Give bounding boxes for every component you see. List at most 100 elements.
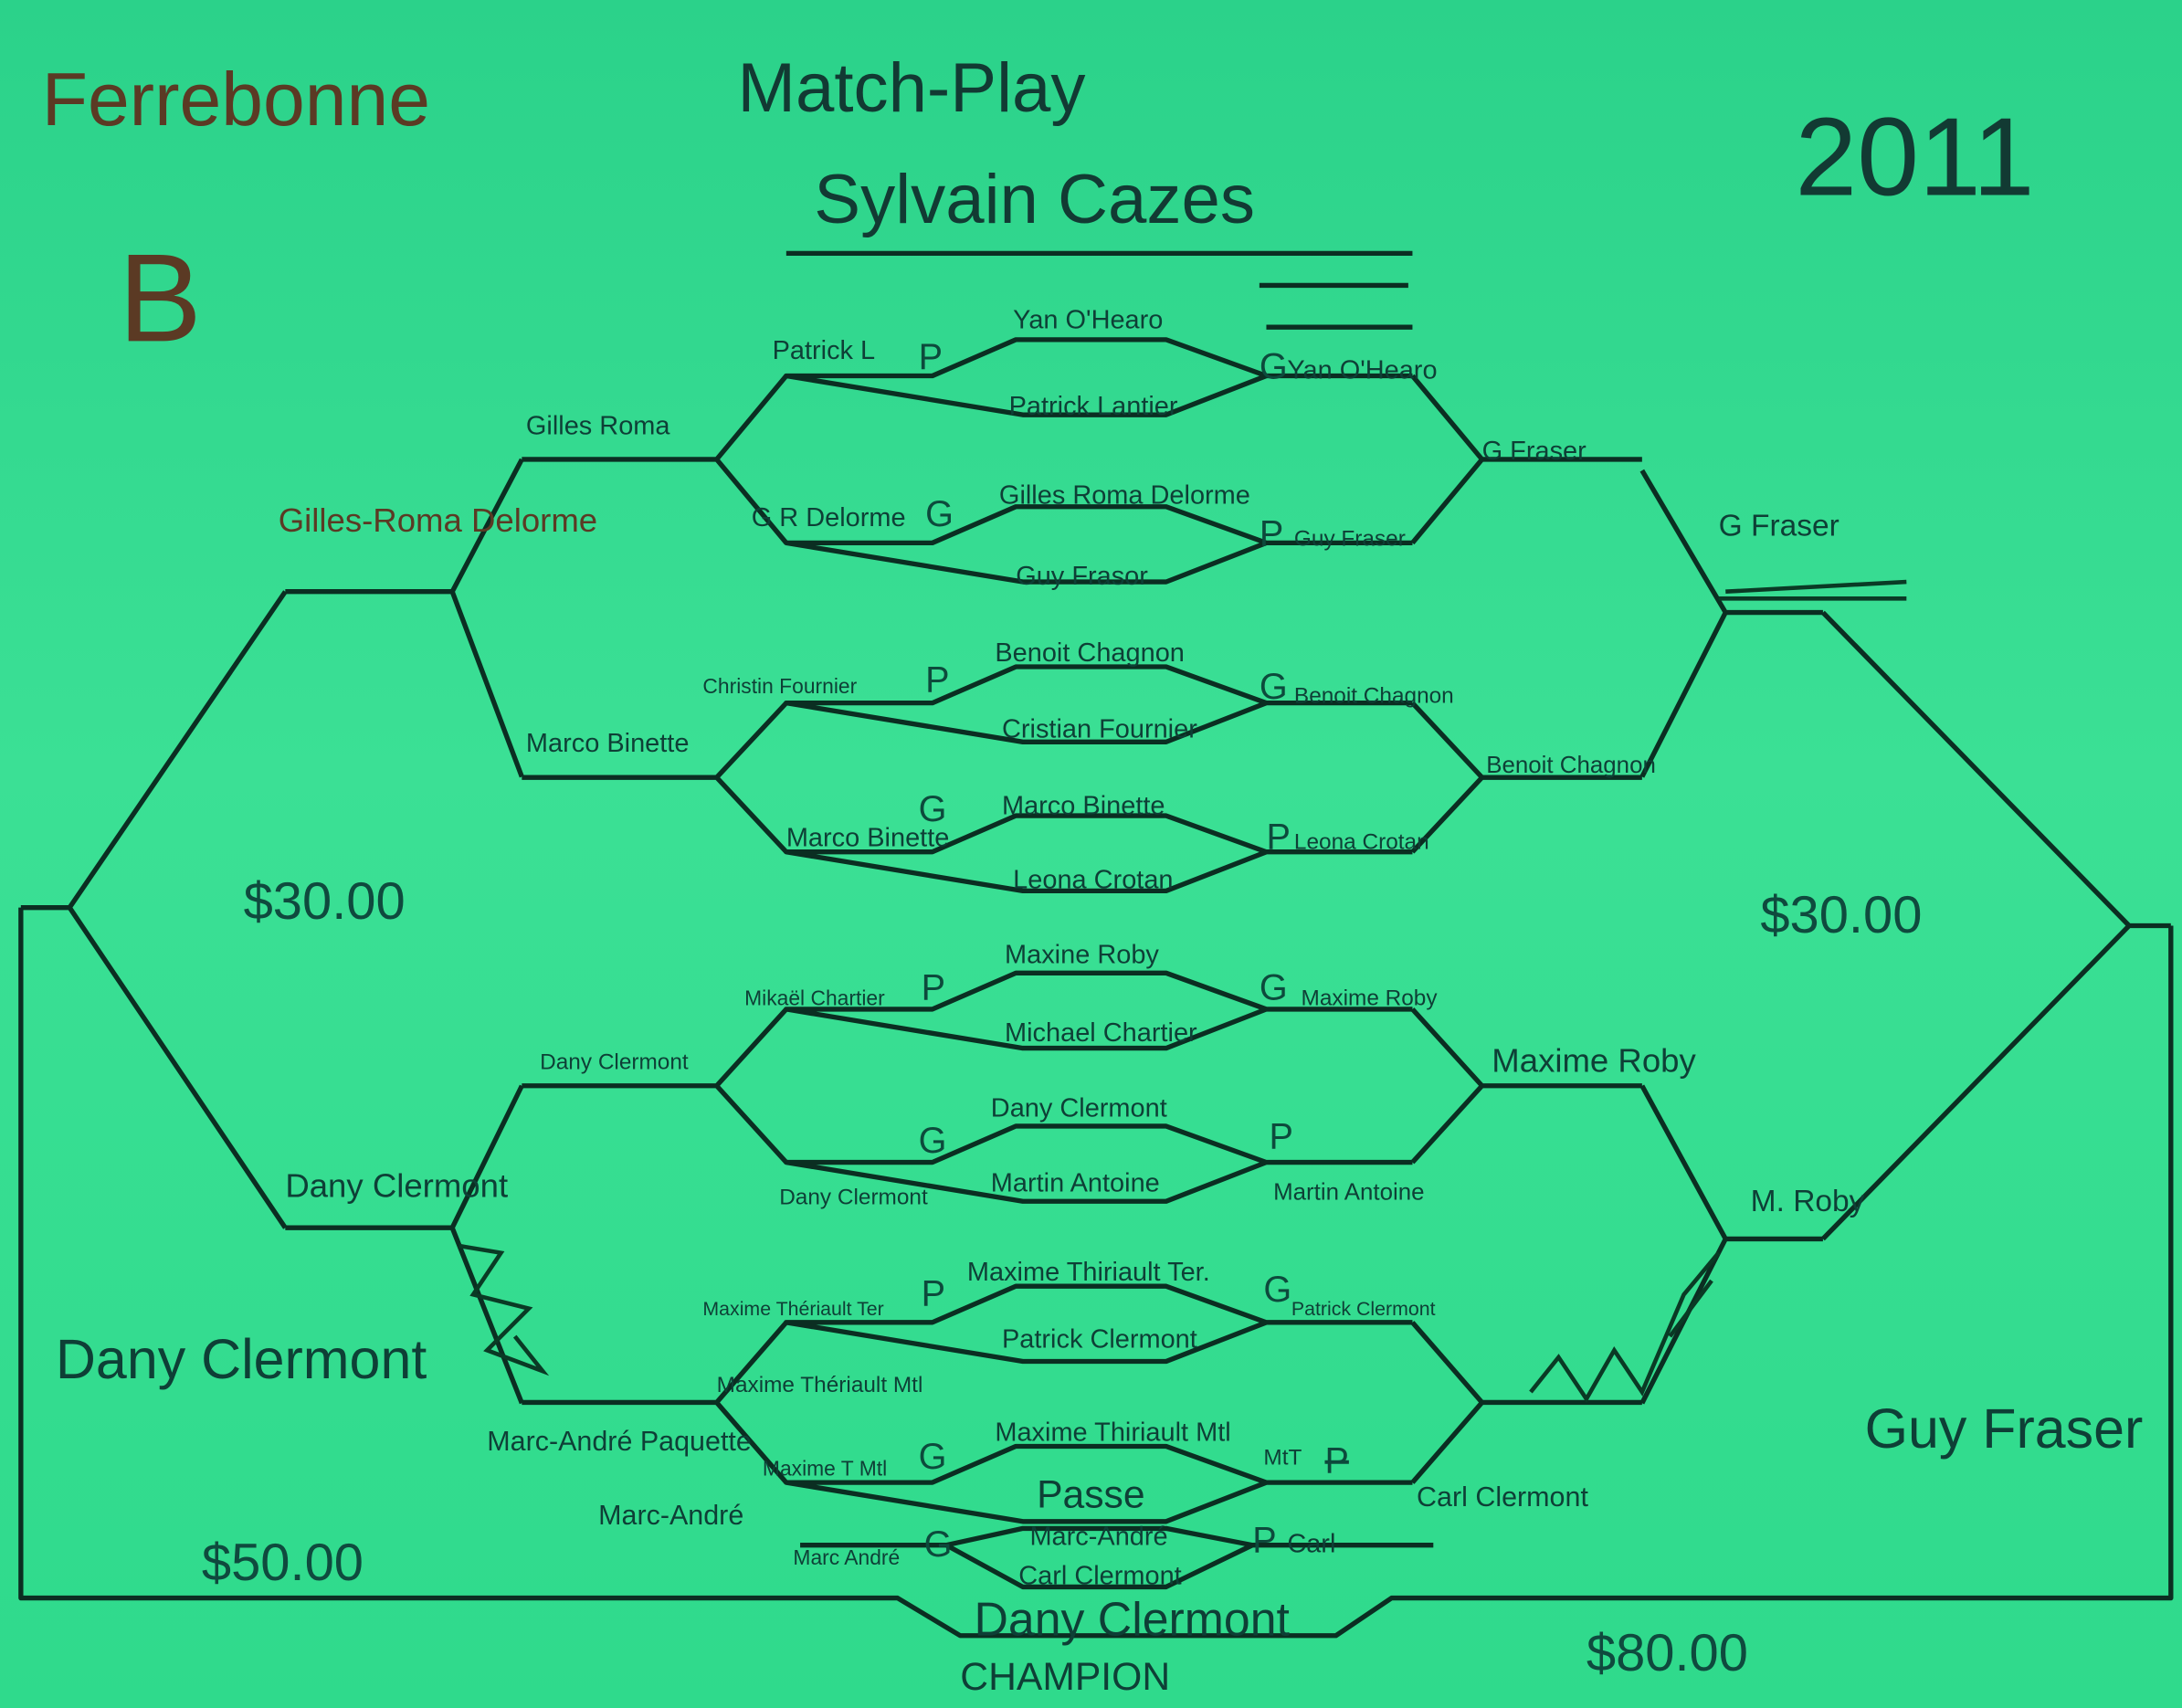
r2-left-3: Dany Clermont [540, 1049, 689, 1074]
r1-left-1: Patrick L [773, 336, 876, 365]
r1-right-mark-4: P [1266, 817, 1290, 858]
match-9-bottom: Carl Clermont [1018, 1561, 1181, 1590]
match-8-top: Maxime Thiriault Mtl [995, 1418, 1230, 1447]
r2-left-2: Marco Binette [526, 729, 690, 758]
match-3-bottom: Cristian Fournier [1002, 715, 1197, 744]
match-7-top: Maxime Thiriault Ter. [967, 1258, 1210, 1287]
round2-left-bracket-3 [522, 1007, 788, 1165]
r1-right-mark-6: P [1270, 1116, 1293, 1156]
r1-right-mark-3: G [1260, 667, 1288, 707]
match-7-bottom: Patrick Clermont [1002, 1324, 1197, 1354]
round2-left-bracket-1 [522, 374, 788, 545]
match-3-top: Benoit Chagnon [995, 638, 1185, 668]
match-hexagon-7 [784, 1283, 1413, 1365]
r1-right-4: Leona Crotan [1294, 830, 1429, 855]
prize-semi-left: $30.00 [244, 872, 406, 931]
r1-left-mark-9: G [924, 1524, 953, 1565]
round2-right-bracket-1 [1410, 374, 1642, 545]
r1-right-2: Guy Fraser [1294, 526, 1406, 551]
r1-left-3: Christin Fournier [702, 674, 857, 698]
r1-left-2: G R Delorme [752, 503, 906, 532]
r1-left-mark-4: G [919, 789, 947, 829]
match-hexagon-3 [784, 664, 1413, 744]
finalist-right: Guy Fraser [1865, 1397, 2144, 1460]
finalist-left: Dany Clermont [56, 1328, 427, 1390]
match-hexagon-8 [784, 1443, 1413, 1524]
r2-right-2: Benoit Chagnon [1486, 753, 1656, 778]
r2-left-6: Marc-André [598, 1500, 743, 1531]
r1-right-1: Yan O'Hearo [1287, 356, 1437, 385]
match-5-top: Maxine Roby [1005, 941, 1159, 970]
r2-right-1: G Fraser [1482, 437, 1587, 466]
r1-left-mark-2: G [925, 494, 954, 534]
r1-left-4: Marco Binette [786, 824, 950, 853]
r1-left-5: Mikaël Chartier [744, 986, 885, 1009]
r1-right-mark-9: P [1252, 1520, 1276, 1560]
r1-left-mark-6: G [919, 1121, 947, 1161]
r2-right-3: Maxime Roby [1492, 1042, 1696, 1080]
r3-right-2: M. Roby [1751, 1185, 1865, 1218]
r1-right-mark-2: P [1260, 513, 1283, 554]
scribble-marks [459, 579, 1907, 1404]
round3-left-bracket-1 [285, 458, 524, 778]
r1-right-6: Martin Antoine [1273, 1180, 1424, 1206]
round3-right-bracket-2 [1639, 1084, 1823, 1405]
round2-left-bracket-4 [522, 1321, 788, 1484]
match-6-bottom: Martin Antoine [991, 1169, 1160, 1198]
r2-left-5: Marc-André Paquette [487, 1426, 752, 1457]
r3-right-1: G Fraser [1719, 510, 1839, 543]
match-1-bottom: Patrick Lantier [1009, 392, 1178, 421]
poster-title: Match-Play [738, 49, 1086, 127]
r1-right-8: MtT [1263, 1445, 1302, 1470]
flight-letter: B [119, 228, 202, 368]
poster-subtitle: Sylvain Cazes [814, 161, 1255, 238]
match-hexagon-6 [784, 1123, 1413, 1204]
r3-left-2: Dany Clermont [285, 1167, 508, 1205]
match-2-bottom: Guy Frasor [1016, 562, 1148, 591]
round2-left-bracket-2 [522, 701, 788, 854]
match-5-bottom: Michael Chartier [1005, 1018, 1197, 1048]
r2-left-1: Gilles Roma [526, 411, 670, 440]
prize-champion: $80.00 [1586, 1624, 1748, 1682]
r1-left-mark-5: P [922, 967, 945, 1007]
r1-left-6: Dany Clermont [779, 1185, 928, 1209]
year: 2011 [1795, 94, 2034, 218]
bracket-lines [18, 337, 2174, 1639]
final-left-bracket [20, 590, 288, 1229]
r1-left-mark-7: P [922, 1274, 945, 1314]
r1-right-7: Patrick Clermont [1291, 1298, 1436, 1320]
r1-left-7: Maxime Thériault Ter [702, 1298, 883, 1320]
club-name: Ferrebonne [42, 58, 430, 142]
r1-right-3: Benoit Chagnon [1294, 684, 1454, 709]
round2-right-bracket-3 [1410, 1007, 1642, 1165]
r1-right-9: Carl [1287, 1529, 1335, 1558]
r2-left-4: Maxime Thériault Mtl [717, 1373, 923, 1397]
round3-left-bracket-2 [285, 1084, 524, 1405]
round3-right-bracket-1 [1639, 469, 1823, 778]
r1-left-8: Maxime T Mtl [763, 1456, 887, 1480]
match-4-bottom: Leona Crotan [1013, 865, 1173, 894]
match-2-top: Gilles Roma Delorme [999, 481, 1250, 511]
r1-right-mark-7: G [1263, 1270, 1291, 1310]
match-hexagon-1 [784, 337, 1413, 417]
match-8-bottom: Passe [1037, 1473, 1145, 1517]
r1-right-mark-5: G [1260, 967, 1288, 1007]
round2-right-bracket-4 [1410, 1321, 1642, 1484]
r1-right-mark-1: G [1260, 347, 1288, 387]
champion-name: Dany Clermont [975, 1593, 1291, 1646]
r1-left-9: Marc André [793, 1545, 900, 1569]
prize-semi-right: $30.00 [1760, 886, 1922, 944]
r2-right-4: Carl Clermont [1417, 1481, 1588, 1513]
r1-right-mark-8: P [1324, 1440, 1348, 1481]
r1-left-mark-1: P [919, 337, 943, 377]
match-hexagon-5 [784, 970, 1413, 1051]
r1-left-mark-3: P [925, 659, 949, 700]
champion-label: Champion [960, 1655, 1170, 1699]
match-6-top: Dany Clermont [991, 1093, 1167, 1123]
match-9-top: Marc-André [1029, 1523, 1167, 1552]
prize-finalist: $50.00 [202, 1534, 364, 1592]
match-4-top: Marco Binette [1002, 792, 1165, 821]
outer-frame [18, 907, 2174, 1639]
final-right-bracket [1821, 610, 2171, 1241]
